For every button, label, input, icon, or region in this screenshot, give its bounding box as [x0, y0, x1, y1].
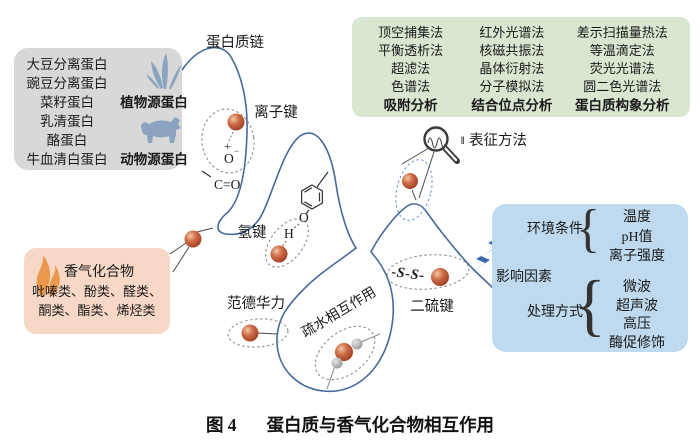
- list-item: 荧光光谱法: [589, 61, 655, 76]
- treatment-methods-label: 处理方式: [527, 305, 583, 320]
- list-item: 乳清蛋白: [40, 114, 94, 129]
- o-minus-sup: −: [234, 146, 239, 156]
- ionic-bond-site: [201, 108, 255, 174]
- legend-mark: ‖: [461, 136, 464, 147]
- list-item: 超声波: [616, 298, 658, 314]
- aroma-link-sphere: [184, 230, 202, 248]
- carboxyl-group: C=O: [214, 177, 241, 192]
- hydrophobic-gray-sphere-2: [331, 357, 343, 369]
- aroma-compound-classes: 吡嗪类、酚类、醛类、 酮类、酯类、烯烃类: [24, 282, 170, 320]
- list-item: 分子模拟法: [479, 79, 545, 94]
- list-item: 酶促修饰: [609, 335, 665, 351]
- env-conditions-label: 环境条件: [527, 222, 583, 237]
- ring-oxygen: O: [299, 210, 309, 225]
- list-item: 红外光谱法: [479, 25, 545, 40]
- figure-title: 蛋白质与香气化合物相互作用: [266, 415, 495, 435]
- list-item: 温度: [623, 210, 651, 225]
- vdw-sphere: [241, 324, 259, 342]
- list-item: 核磁共振法: [479, 43, 545, 58]
- influencing-factors-box: 环境条件 { 温度 pH值 离子强度 影响因素 处理方式 { 微波 超声波 高压…: [492, 198, 688, 353]
- list-item: 酮类、酯类、烯烃类: [38, 303, 156, 318]
- disulfide-site: [386, 254, 470, 290]
- list-item: 平衡透析法: [378, 43, 444, 58]
- env-conditions-items: 温度 pH值 离子强度: [590, 208, 684, 267]
- characterization-sphere: [402, 173, 418, 189]
- protein-source-box: 大豆分离蛋白 豌豆分离蛋白 菜籽蛋白 植物源蛋白 乳清蛋白 酪蛋白 牛血清白蛋白…: [14, 48, 188, 170]
- grass-icon: [146, 53, 181, 89]
- list-item: 超滤法: [391, 61, 431, 76]
- hydrophobic-site: [314, 325, 376, 381]
- carboxyl-bond: [201, 170, 212, 178]
- disulfide-group: -S-S-: [391, 264, 426, 284]
- list-item: pH值: [621, 229, 653, 245]
- benzene-ring: [301, 171, 329, 215]
- list-item: 圆二色光谱法: [583, 79, 662, 94]
- hydrogen-bond-site: [265, 218, 309, 268]
- list-item: 牛血清白蛋白: [26, 152, 108, 167]
- hydrophobic-label: 疏水相互作用: [299, 284, 379, 341]
- h-sphere-dotted-bond: [280, 240, 287, 249]
- connector-lines: [169, 147, 435, 335]
- aroma-spheres: [184, 113, 449, 369]
- hydrogen-sphere: [270, 245, 288, 263]
- treatment-methods-items: 微波 超声波 高压 酶促修饰: [590, 279, 684, 353]
- van-der-waals-label: 范德华力: [227, 295, 285, 312]
- characterization-label: 表征方法: [469, 132, 527, 149]
- magnifier-icon: [423, 126, 460, 164]
- plant-protein-label: 植物源蛋白: [120, 95, 188, 110]
- list-item: 顶空捕集法: [378, 25, 444, 40]
- cow-icon: [141, 117, 181, 143]
- aroma-box-title: 香气化合物: [64, 265, 134, 280]
- factors-box-title: 影响因素: [496, 270, 552, 285]
- brace-env: {: [576, 198, 600, 258]
- ionic-bond-label: 离子键: [254, 104, 298, 121]
- list-item: 微波: [623, 280, 651, 295]
- list-item: 菜籽蛋白: [40, 95, 94, 110]
- ionic-sphere: [227, 113, 245, 131]
- plant-protein-list: 大豆分离蛋白 豌豆分离蛋白 菜籽蛋白: [16, 55, 118, 112]
- animal-protein-list: 乳清蛋白 酪蛋白 牛血清白蛋白: [16, 112, 118, 169]
- protein-chain-label: 蛋白质链: [206, 34, 264, 51]
- list-item: 高压: [623, 317, 651, 332]
- aroma-compounds-box: 香气化合物 吡嗪类、酚类、醛类、 酮类、酯类、烯烃类: [24, 248, 170, 334]
- list-item: 色谱法: [391, 79, 431, 94]
- list-item: 酪蛋白: [46, 133, 88, 148]
- protein-chain-path: [181, 46, 497, 393]
- list-item: 等温滴定法: [589, 43, 655, 58]
- disulfide-label: 二硫键: [410, 298, 454, 315]
- disulfide-sphere: [431, 268, 449, 286]
- flame-icon: [36, 255, 60, 298]
- o-h-dotted-bond: [292, 223, 300, 230]
- list-item: 吡嗪类、酚类、醛类、: [31, 284, 162, 299]
- plus-charge: +: [224, 139, 231, 153]
- brace-treatment: {: [574, 267, 606, 344]
- method-column-conformation: 差示扫描量热法 等温滴定法 荧光光谱法 圆二色光谱法 蛋白质构象分析: [563, 24, 682, 113]
- figure-number: 图 4: [205, 415, 237, 435]
- characterization-methods-box: 顶空捕集法 平衡透析法 超滤法 色谱法 吸附分析 红外光谱法 核磁共振法 晶体衍…: [352, 17, 690, 117]
- list-item: 差示扫描量热法: [576, 25, 668, 40]
- hydrogen-bond-label: 氢键: [238, 224, 267, 241]
- hydrophobic-contact-lines: [326, 333, 381, 390]
- van-der-waals-site: [227, 318, 289, 348]
- list-item: 晶体衍射法: [479, 61, 545, 76]
- conformation-analysis-label: 蛋白质构象分析: [575, 98, 670, 113]
- list-item: 离子强度: [609, 249, 665, 264]
- adsorption-analysis-label: 吸附分析: [383, 98, 438, 113]
- o-minus: O: [224, 151, 234, 166]
- figure-caption: 图 4 蛋白质与香气化合物相互作用: [0, 412, 700, 437]
- hydrogen-atom: H: [284, 226, 294, 241]
- ionic-dotted-bond: [228, 131, 234, 142]
- hydrophobic-gray-sphere-1: [351, 338, 363, 350]
- animal-protein-label: 动物源蛋白: [120, 152, 188, 167]
- method-column-adsorption: 顶空捕集法 平衡透析法 超滤法 色谱法 吸附分析: [360, 24, 461, 113]
- characterization-target-site: [395, 159, 433, 221]
- hydrophobic-sphere: [335, 343, 353, 361]
- list-item: 大豆分离蛋白: [26, 57, 108, 72]
- binding-site-analysis-label: 结合位点分析: [471, 98, 553, 113]
- method-column-binding-site: 红外光谱法 核磁共振法 晶体衍射法 分子模拟法 结合位点分析: [461, 24, 562, 113]
- list-item: 豌豆分离蛋白: [26, 76, 108, 91]
